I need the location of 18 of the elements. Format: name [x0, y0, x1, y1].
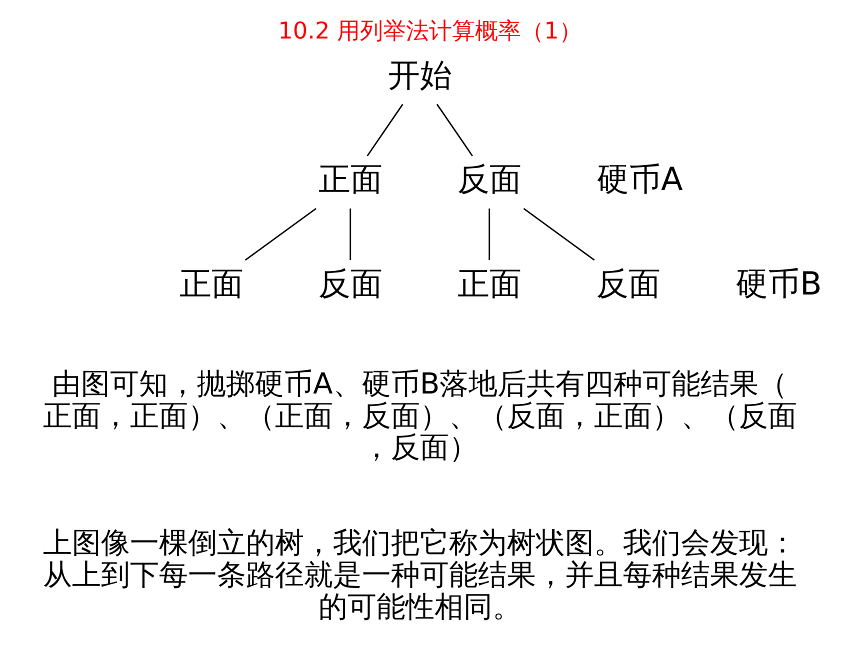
connector — [350, 208, 352, 260]
node-text: 开始 — [388, 56, 452, 94]
node-text: 反面 — [318, 264, 382, 302]
node-text: 反面 — [457, 160, 522, 198]
label: 上图像一棵倒立的树，我们把它称为树状图。我们会发现：从上到下每一条路径就是一种可能结果，并且每种结果发生的可能性相同。 — [42, 526, 797, 624]
node-text: 反面 — [596, 264, 660, 302]
connector — [488, 208, 490, 260]
diagram-title: 10.2 用列举法计算概率（1） — [278, 18, 582, 44]
connector — [244, 208, 316, 261]
label: 硬币A — [597, 160, 683, 198]
connector — [366, 104, 404, 156]
label: 硬币B — [736, 264, 822, 302]
label: 由图可知，抛掷硬币A、硬币B落地后共有四种可能结果（正面，正面）、（正面，反面）、（反面，正面）、（反面，反面） — [42, 366, 797, 464]
node-text: 正面 — [457, 264, 522, 302]
connector — [436, 104, 473, 156]
connector — [523, 208, 595, 261]
node-text: 正面 — [318, 160, 382, 198]
node-text: 正面 — [179, 264, 244, 302]
